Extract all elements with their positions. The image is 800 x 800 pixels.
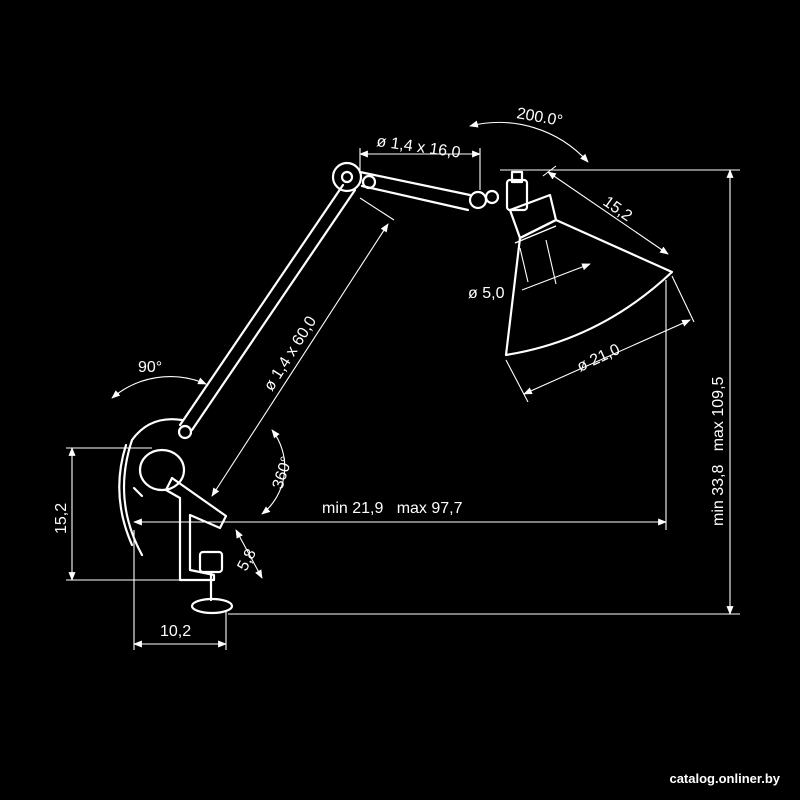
reach-label: min 21,9 max 97,7 (322, 500, 463, 517)
pivot-angle-label: 200.0° (515, 105, 564, 130)
lower-arm-rod-label: ø 1,4 x 60,0 (261, 313, 320, 394)
base-rotation-label: 360° (270, 455, 296, 492)
clamp-height-label: 15,2 (53, 503, 70, 534)
watermark: catalog.onliner.by (669, 771, 780, 786)
dimension-lines (66, 120, 740, 650)
shade-diameter-label: ø 21,0 (575, 341, 623, 376)
clamp-depth-label: 10,2 (160, 623, 191, 640)
base-tilt-label: 90° (138, 359, 162, 376)
height-label: min 33,8 max 109,5 (710, 376, 727, 526)
clamp-gap-label: 5,8 (235, 546, 260, 574)
lamp-outline (118, 161, 674, 615)
shade-depth-label: 15,2 (600, 193, 635, 225)
shade-neck-label: ø 5,0 (468, 285, 505, 302)
upper-arm-rod-label: ø 1,4 x 16,0 (375, 133, 461, 162)
